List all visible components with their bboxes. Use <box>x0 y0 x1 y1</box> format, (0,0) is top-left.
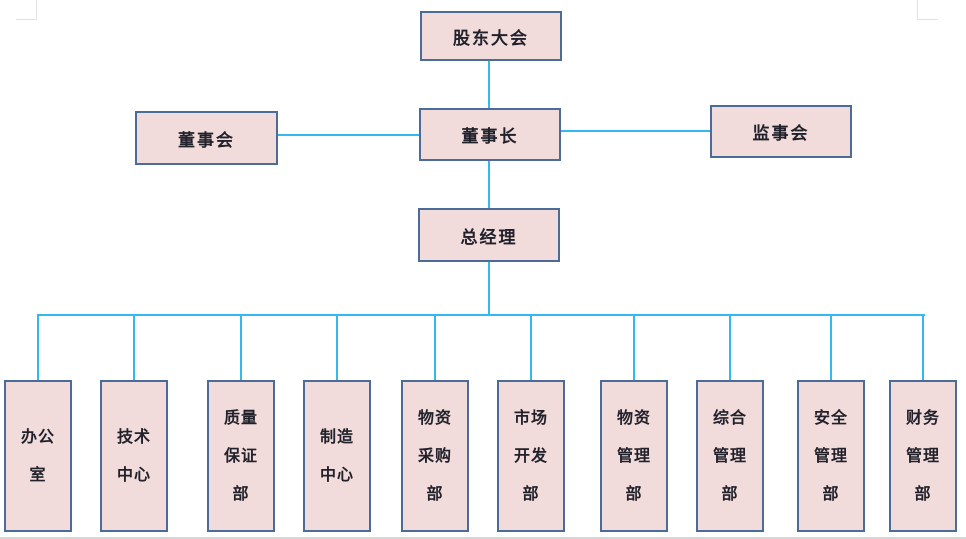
connector-bus-department <box>830 315 832 380</box>
node-label: 股东大会 <box>453 28 529 49</box>
department-label-line: 综合 <box>712 408 747 427</box>
department-label-line: 部 <box>522 484 540 503</box>
node-label: 监事会 <box>752 124 810 144</box>
department-label-line: 部 <box>232 484 250 503</box>
node-label: 董事长 <box>461 127 519 147</box>
connector-bus-department <box>530 315 532 380</box>
department-label-line: 部 <box>721 484 739 503</box>
department-label-line: 市场 <box>513 408 548 427</box>
connector-chairman-supervisors <box>560 130 710 132</box>
connector-gm-bus <box>488 262 490 315</box>
department-box[interactable]: 技术中心 <box>100 380 168 532</box>
department-label-line: 部 <box>625 484 643 503</box>
connector-bus-department <box>633 315 635 380</box>
node-chairman[interactable]: 董事长 <box>419 108 561 161</box>
department-label-line: 制造 <box>319 427 354 446</box>
department-box[interactable]: 制造中心 <box>303 380 371 532</box>
department-box[interactable]: 物资管理部 <box>600 380 668 532</box>
node-label: 董事会 <box>178 130 235 151</box>
connector-bus-department <box>729 315 731 380</box>
department-label-line: 物资 <box>417 408 452 427</box>
department-label-line: 办公 <box>20 427 55 446</box>
connector-bus-department <box>434 315 436 380</box>
department-label-line: 开发 <box>513 446 548 465</box>
node-supervisory-board[interactable]: 监事会 <box>710 105 852 158</box>
department-box[interactable]: 质量保证部 <box>207 380 275 532</box>
department-label-line: 部 <box>426 484 444 503</box>
connector-bus-department <box>133 315 135 380</box>
department-label-line: 保证 <box>223 446 258 465</box>
connector-bus <box>37 314 925 316</box>
department-label-line: 中心 <box>116 465 151 484</box>
department-label-line: 室 <box>29 465 47 484</box>
connector-shareholders-chairman <box>488 60 490 108</box>
department-label-line: 管理 <box>813 446 848 465</box>
department-label-line: 管理 <box>712 446 747 465</box>
department-label-line: 财务 <box>905 408 940 427</box>
department-label-line: 安全 <box>813 408 848 427</box>
department-label-line: 物资 <box>616 408 651 427</box>
department-box[interactable]: 市场开发部 <box>497 380 565 532</box>
department-box[interactable]: 安全管理部 <box>797 380 865 532</box>
node-board-of-directors[interactable]: 董事会 <box>135 111 278 165</box>
department-box[interactable]: 财务管理部 <box>889 380 957 532</box>
node-shareholders-meeting[interactable]: 股东大会 <box>420 11 562 61</box>
department-box[interactable]: 物资采购部 <box>401 380 469 532</box>
connector-bus-department <box>240 315 242 380</box>
department-label-line: 质量 <box>223 408 258 427</box>
department-box[interactable]: 办公室 <box>4 380 72 532</box>
page-bottom-border <box>0 537 966 539</box>
connector-bus-department <box>922 315 924 380</box>
department-label-line: 部 <box>914 484 932 503</box>
connector-chairman-gm <box>488 160 490 208</box>
department-label-line: 管理 <box>616 446 651 465</box>
connector-board-chairman <box>277 134 419 136</box>
connector-bus-department <box>37 315 39 380</box>
connector-bus-department <box>336 315 338 380</box>
department-label-line: 部 <box>822 484 840 503</box>
department-label-line: 管理 <box>905 446 940 465</box>
page-corner-mark-right <box>917 0 938 20</box>
page-corner-mark-left <box>16 0 37 20</box>
department-box[interactable]: 综合管理部 <box>696 380 764 532</box>
node-general-manager[interactable]: 总经理 <box>418 208 560 262</box>
department-label-line: 中心 <box>319 465 354 484</box>
department-label-line: 采购 <box>417 446 452 465</box>
department-label-line: 技术 <box>116 427 151 446</box>
node-label: 总经理 <box>460 227 518 248</box>
